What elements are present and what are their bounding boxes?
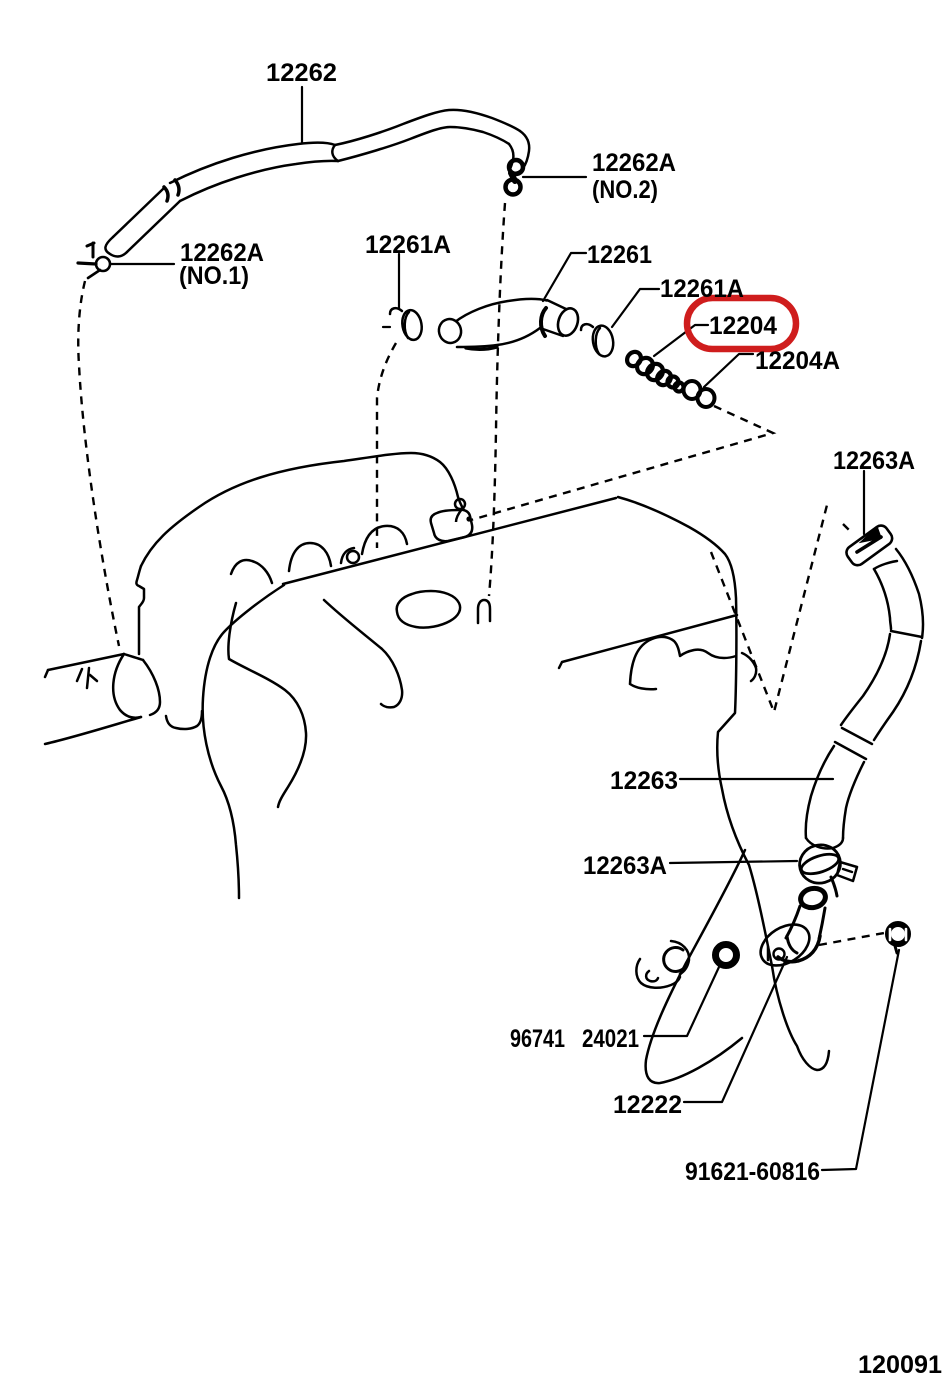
svg-text:24021: 24021 [582, 1025, 639, 1053]
svg-text:12262: 12262 [266, 59, 337, 87]
svg-text:96741: 96741 [510, 1025, 565, 1053]
svg-text:12222: 12222 [613, 1091, 682, 1119]
svg-text:120091: 120091 [858, 1351, 942, 1379]
svg-text:12262A: 12262A [180, 239, 264, 267]
svg-text:12261A: 12261A [660, 275, 744, 303]
svg-text:12204A: 12204A [755, 347, 840, 375]
svg-text:12263: 12263 [610, 767, 678, 795]
svg-text:(NO.1): (NO.1) [179, 262, 249, 290]
svg-text:91621-60816: 91621-60816 [685, 1158, 820, 1186]
svg-text:12262A: 12262A [592, 149, 676, 177]
svg-text:12263A: 12263A [583, 852, 667, 880]
svg-text:12263A: 12263A [833, 447, 915, 475]
svg-text:12204: 12204 [709, 312, 777, 340]
svg-text:12261A: 12261A [365, 231, 451, 259]
svg-text:12261: 12261 [587, 241, 652, 269]
svg-text:(NO.2): (NO.2) [592, 176, 658, 204]
